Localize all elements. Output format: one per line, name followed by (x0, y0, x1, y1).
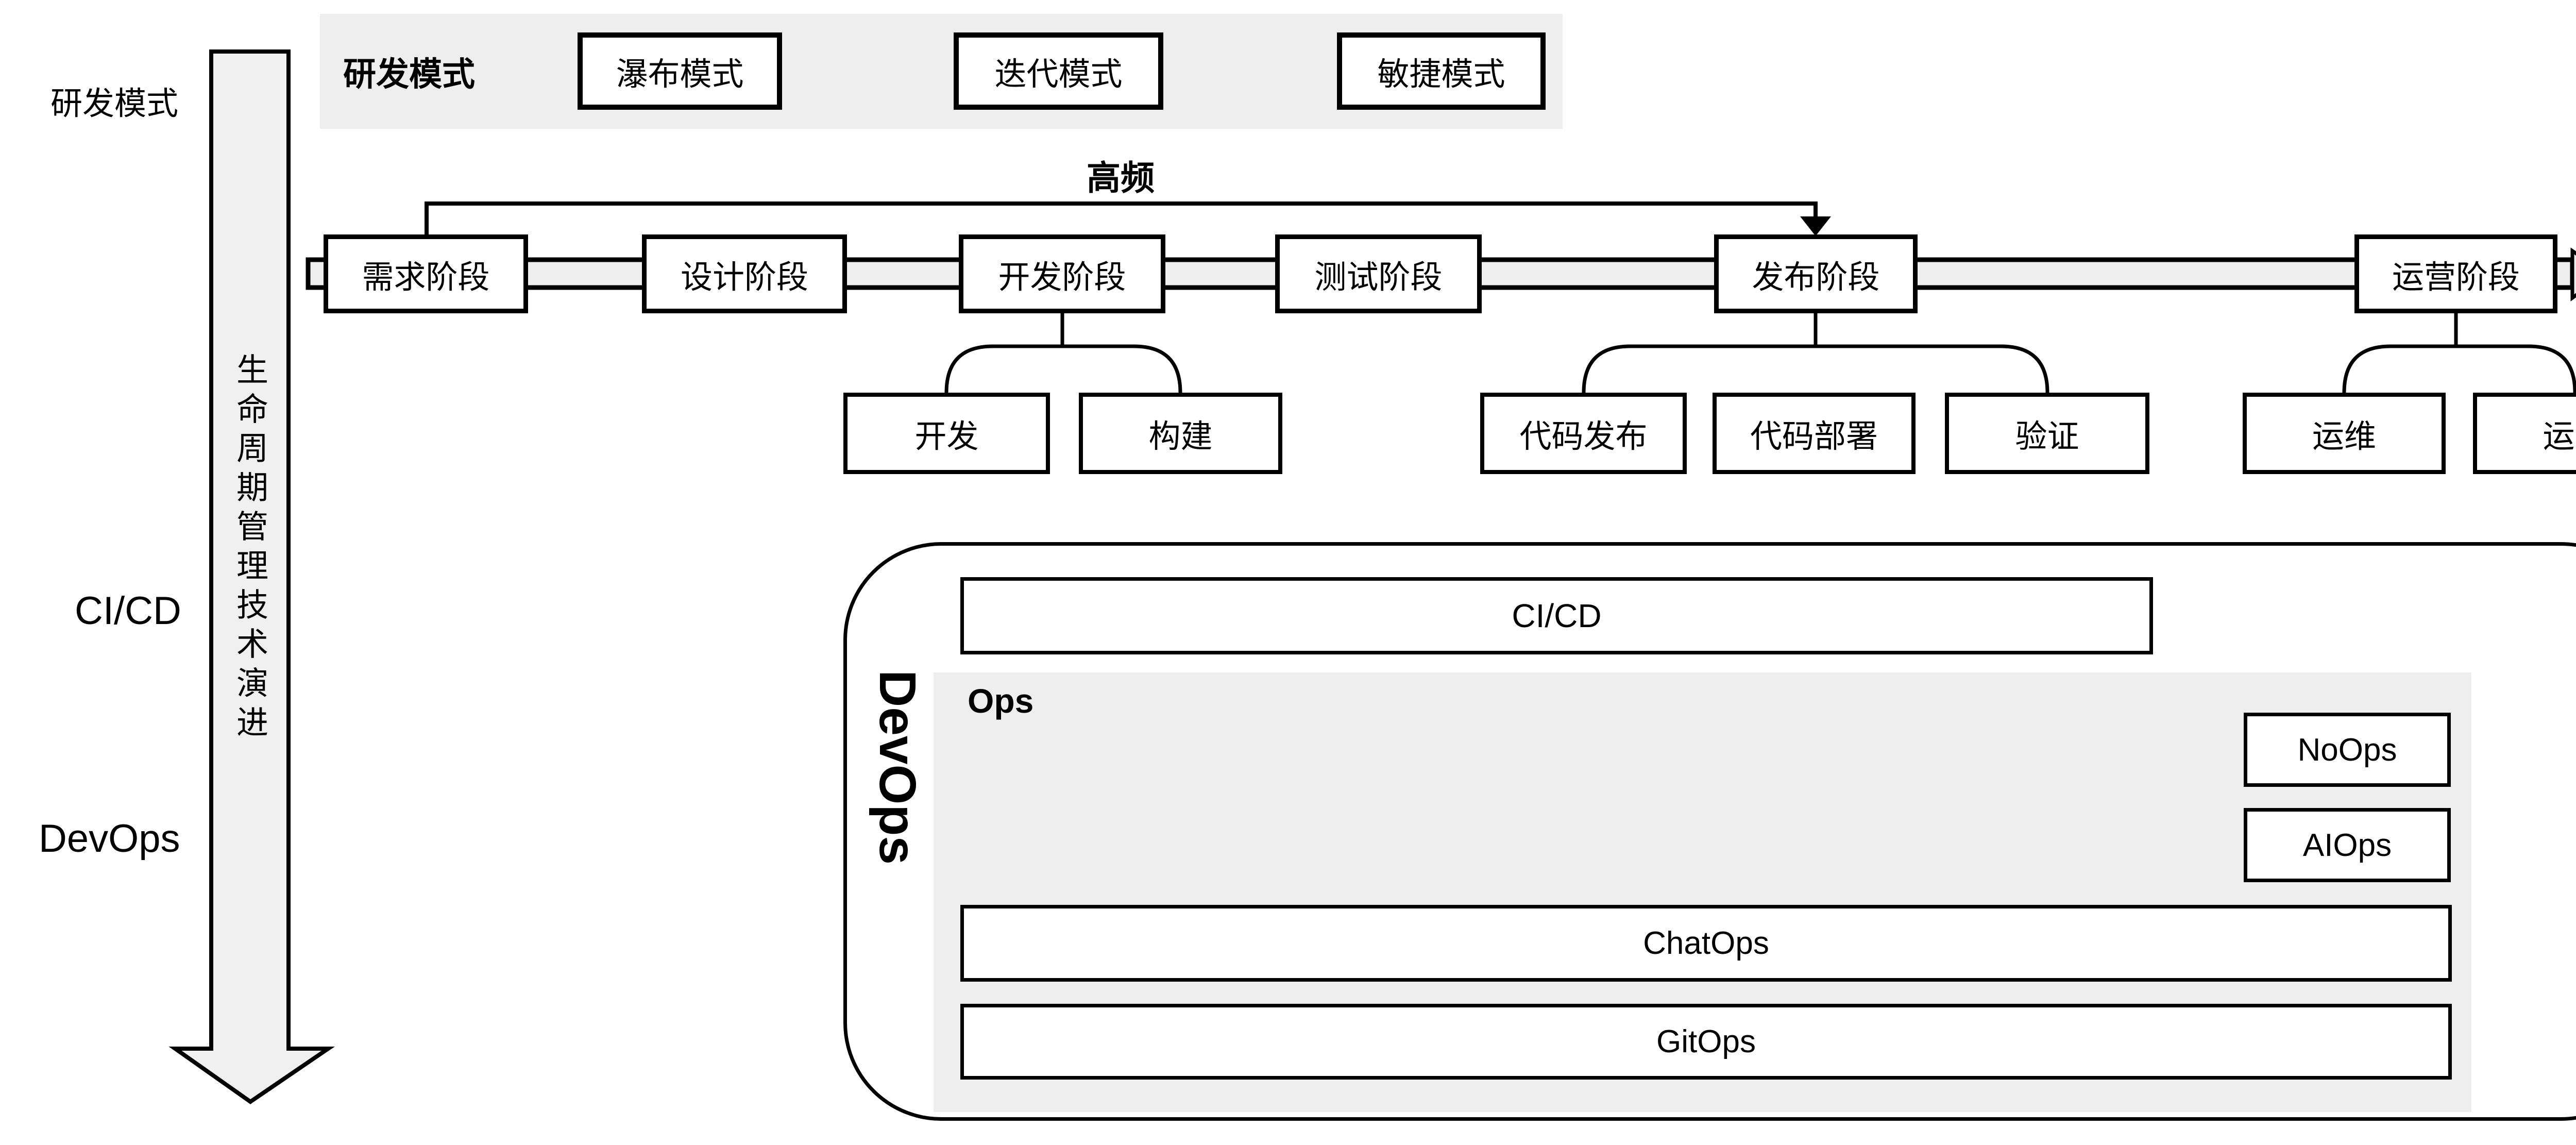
gitops-box: GitOps (960, 1004, 2452, 1080)
substage-box-ops-business: 运营 (2473, 393, 2576, 474)
stage-box-testing: 测试阶段 (1275, 234, 1482, 313)
feedback-arrow-line (425, 201, 1818, 234)
timeline-arrowhead-icon (2570, 247, 2576, 301)
evolution-arrow (168, 49, 335, 1104)
substage-box-develop: 开发 (843, 393, 1050, 474)
stage-box-requirements: 需求阶段 (324, 234, 528, 313)
mode-box-agile: 敏捷模式 (1337, 32, 1546, 110)
mode-box-waterfall: 瀑布模式 (578, 32, 782, 110)
evolution-arrow-label: 生命周期管理技术演进 (231, 353, 267, 745)
feedback-label: 高频 (1087, 159, 1155, 197)
substage-box-verify: 验证 (1945, 393, 2149, 474)
stage-box-development: 开发阶段 (959, 234, 1165, 313)
substage-box-ops-maintenance: 运维 (2243, 393, 2446, 474)
brace-operation (2342, 313, 2576, 393)
axis-label-rd-mode: 研发模式 (50, 86, 179, 122)
devops-container-label: DevOps (869, 670, 926, 865)
noops-box: NoOps (2244, 713, 2451, 787)
aiops-box: AIOps (2244, 808, 2451, 882)
substage-box-code-release: 代码发布 (1480, 393, 1687, 474)
cicd-box: CI/CD (960, 577, 2153, 654)
brace-development (944, 313, 1182, 393)
stage-box-operation: 运营阶段 (2354, 234, 2557, 313)
feedback-arrowhead-icon (1800, 216, 1831, 236)
substage-box-code-deploy: 代码部署 (1713, 393, 1916, 474)
stage-box-release: 发布阶段 (1714, 234, 1918, 313)
ops-region-label: Ops (968, 682, 1034, 720)
substage-box-build: 构建 (1079, 393, 1282, 474)
axis-label-devops: DevOps (39, 817, 180, 861)
chatops-box: ChatOps (960, 905, 2452, 982)
stage-box-design: 设计阶段 (642, 234, 847, 313)
mode-box-iterative: 迭代模式 (954, 32, 1163, 110)
axis-label-cicd: CI/CD (75, 589, 181, 633)
brace-release (1582, 313, 2049, 393)
rd-mode-band-title: 研发模式 (343, 55, 475, 93)
